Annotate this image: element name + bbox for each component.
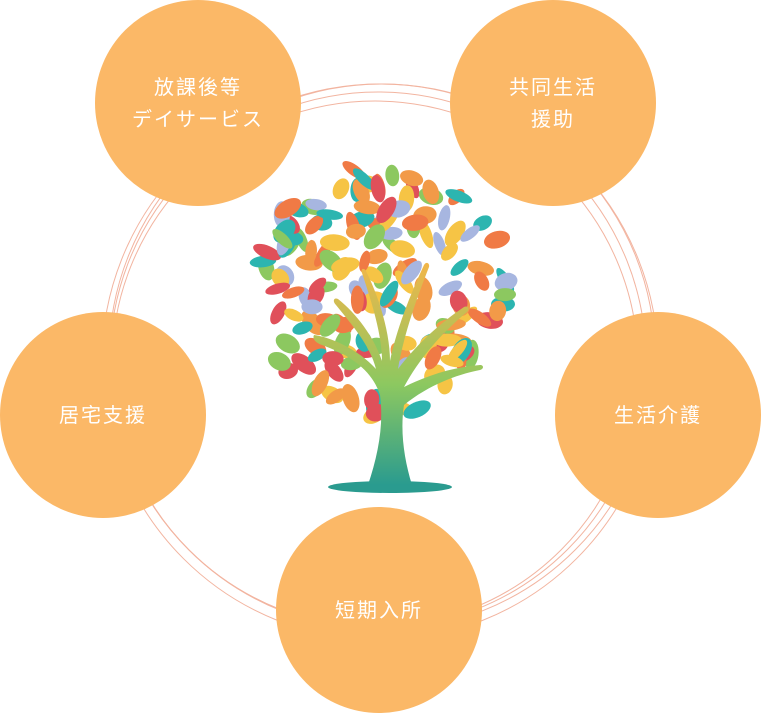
tree-leaf bbox=[316, 209, 343, 220]
tree-trunk bbox=[313, 262, 483, 485]
tree-ground bbox=[328, 481, 452, 493]
tree-leaf bbox=[311, 370, 330, 397]
tree-leaf bbox=[389, 240, 415, 258]
tree-leaf bbox=[401, 260, 422, 285]
tree-leaf bbox=[350, 285, 364, 314]
tree-leaf bbox=[272, 228, 293, 249]
tree-leaf bbox=[441, 242, 458, 261]
tree-leaf bbox=[448, 339, 468, 361]
tree-leaf bbox=[438, 205, 451, 231]
tree-leaf bbox=[412, 296, 431, 321]
tree-leaf bbox=[267, 351, 291, 371]
tree-leaf bbox=[291, 353, 317, 375]
tree-leaf bbox=[325, 388, 346, 405]
tree-leaf bbox=[433, 232, 447, 256]
tree-leaf bbox=[274, 197, 302, 219]
tree-leaf bbox=[450, 259, 469, 276]
tree-leaf bbox=[275, 333, 300, 354]
tree-leaf bbox=[449, 290, 468, 313]
tree-leaf bbox=[331, 257, 360, 274]
tree-leaf bbox=[467, 260, 495, 276]
tree-leaf bbox=[385, 164, 400, 187]
service-short-stay[interactable]: 短期入所 bbox=[276, 507, 482, 713]
tree-leaf bbox=[324, 360, 344, 382]
tree-leaf bbox=[301, 299, 323, 315]
tree-leaf bbox=[253, 243, 282, 261]
tree-leaf bbox=[489, 300, 507, 322]
tree-leaf bbox=[438, 280, 463, 296]
tree-leaf bbox=[400, 170, 424, 187]
tree-leaf bbox=[379, 280, 399, 307]
tree-leaf bbox=[352, 168, 376, 191]
tree-leaf bbox=[444, 220, 466, 247]
service-group-living-support[interactable]: 共同生活 援助 bbox=[450, 0, 656, 206]
tree-leaf bbox=[494, 272, 518, 292]
tree-leaf bbox=[284, 308, 304, 322]
service-label-after-school: 放課後等 デイサービス bbox=[132, 75, 264, 131]
service-after-school-day-service[interactable]: 放課後等 デイサービス bbox=[95, 0, 301, 206]
tree-leaf bbox=[467, 308, 492, 327]
tree-leaf bbox=[305, 239, 317, 264]
tree-leaf bbox=[282, 286, 305, 299]
tree-leaf bbox=[376, 196, 397, 224]
tree-leaf bbox=[484, 230, 510, 249]
tree-leaf bbox=[401, 214, 429, 231]
tree-leaf bbox=[424, 346, 442, 370]
tree-leaf bbox=[292, 321, 313, 335]
tree-leaf bbox=[403, 400, 431, 419]
tree-leaf bbox=[445, 189, 473, 204]
service-home-support[interactable]: 居宅支援 bbox=[0, 312, 206, 518]
tree-leaf bbox=[370, 175, 386, 203]
tree-leaf bbox=[440, 354, 464, 368]
tree-leaf bbox=[494, 288, 516, 302]
tree-leaf bbox=[322, 351, 344, 366]
tree-leaf bbox=[305, 215, 324, 235]
service-label-daily-life-care: 生活介護 bbox=[614, 403, 702, 427]
tree-leaf bbox=[364, 389, 380, 410]
tree-leaf bbox=[270, 301, 287, 325]
tree-leaf bbox=[353, 200, 381, 215]
service-label-group-living: 共同生活 援助 bbox=[509, 75, 597, 131]
tree-leaf bbox=[319, 314, 341, 337]
tree-leaf bbox=[460, 225, 480, 242]
tree-icon bbox=[249, 161, 518, 493]
tree-leaf bbox=[345, 223, 366, 239]
tree-leaf bbox=[332, 178, 350, 200]
tree-leaf bbox=[319, 234, 350, 251]
tree-leaf bbox=[341, 383, 360, 413]
tree-leaf bbox=[422, 179, 440, 204]
tree-leaf bbox=[359, 250, 371, 273]
tree-leaf bbox=[265, 282, 291, 295]
service-label-short-stay: 短期入所 bbox=[335, 598, 423, 622]
service-label-home-support: 居宅支援 bbox=[59, 403, 147, 427]
service-daily-life-care[interactable]: 生活介護 bbox=[555, 312, 761, 518]
tree-leaf bbox=[308, 277, 327, 294]
tree-leaf bbox=[307, 348, 327, 362]
tree-leaf bbox=[305, 198, 327, 211]
tree-leaf bbox=[474, 271, 490, 291]
tree-leaf bbox=[365, 249, 388, 265]
tree-leaf bbox=[363, 224, 386, 250]
